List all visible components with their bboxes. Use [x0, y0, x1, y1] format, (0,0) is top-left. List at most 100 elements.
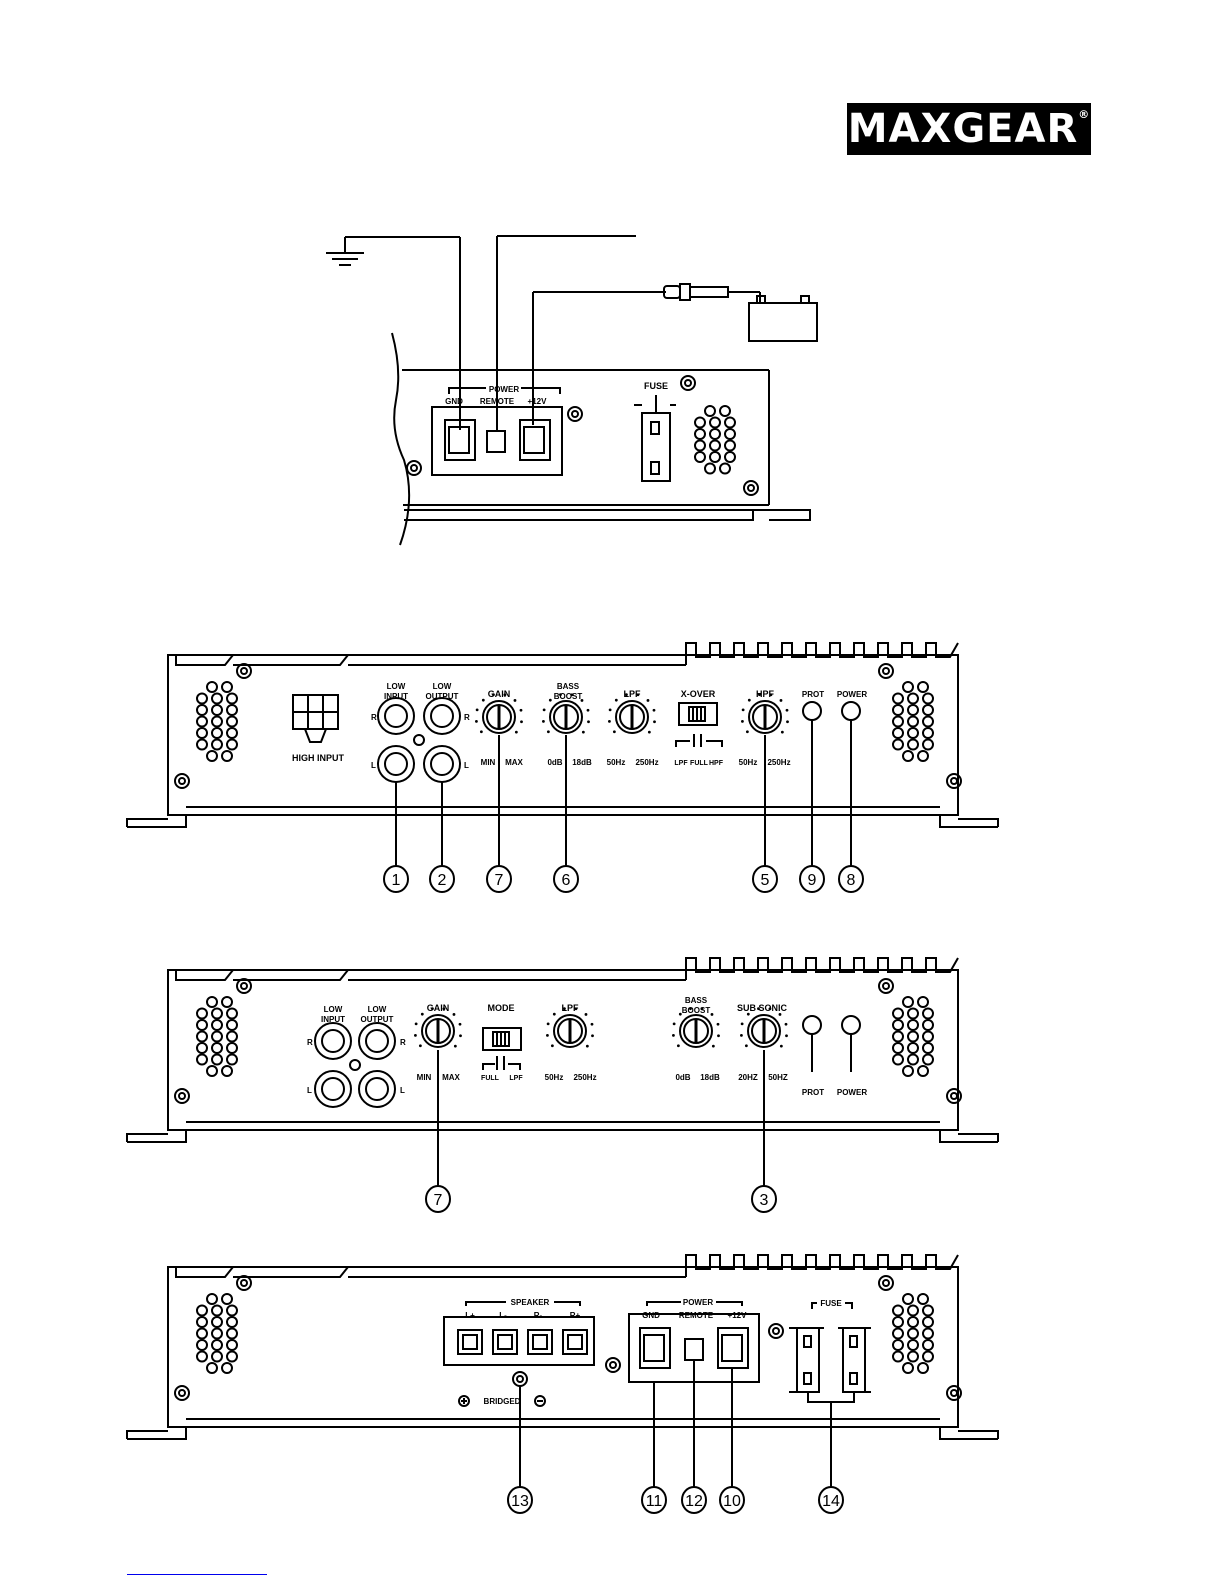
gain-min-label: MIN: [417, 1073, 432, 1082]
amp-chassis: [126, 1254, 999, 1440]
vent-hole: [902, 1293, 914, 1305]
ch-l-label: L: [371, 761, 376, 770]
callout: 6: [553, 865, 579, 893]
screw: [174, 773, 190, 789]
callout-number: 7: [434, 1192, 443, 1209]
vent-hole: [922, 715, 934, 728]
vent-holes: [196, 996, 238, 1077]
vent-hole: [724, 439, 736, 452]
vent-hole: [226, 738, 238, 751]
callout-number: 6: [562, 872, 571, 889]
ch-l-label: L: [464, 761, 469, 770]
vent-hole: [211, 1042, 223, 1054]
power-label: POWER: [683, 1298, 713, 1307]
prot-label: PROT: [802, 1088, 824, 1097]
vent-hole: [196, 1042, 208, 1054]
vent-hole: [922, 1339, 934, 1351]
ch-r-label: R: [464, 713, 470, 722]
prot-label: PROT: [802, 690, 824, 699]
vent-hole: [907, 1350, 919, 1363]
vent-holes: [196, 681, 238, 762]
callout-number: 14: [822, 1493, 840, 1510]
low-output-label-1: LOW: [433, 682, 452, 691]
hpf-label: HPF: [756, 689, 775, 699]
screw: [946, 1088, 962, 1104]
mode-lpf-label: LPF: [509, 1075, 523, 1082]
power-led: [841, 701, 861, 721]
vent-hole: [694, 439, 706, 452]
vent-hole: [206, 681, 218, 693]
screw: [605, 1357, 621, 1373]
rca-jack-low-output-l: [358, 1070, 396, 1108]
vent-hole: [226, 1030, 238, 1043]
screw: [768, 1323, 784, 1339]
vent-hole: [211, 738, 223, 751]
callout-number: 11: [646, 1493, 663, 1510]
vent-hole: [902, 996, 914, 1008]
vent-hole: [902, 1065, 914, 1077]
callout: 10: [719, 1486, 745, 1514]
callout-number: 9: [808, 872, 817, 889]
screw: [236, 663, 252, 679]
ch-r-label: R: [371, 713, 377, 722]
callout-number: 1: [392, 872, 401, 889]
vent-hole: [226, 704, 238, 716]
vent-hole: [892, 704, 904, 716]
callout: 2: [429, 865, 455, 893]
vent-hole: [892, 692, 904, 705]
gain-min-label: MIN: [481, 758, 496, 767]
vent-hole: [907, 692, 919, 705]
screw: [743, 480, 759, 496]
gain-knob: [475, 693, 523, 734]
callout: 5: [752, 865, 778, 893]
callout-number: 7: [495, 872, 504, 889]
callout: 1: [383, 865, 409, 893]
vent-hole: [206, 996, 218, 1008]
vent-hole: [892, 1007, 904, 1020]
vent-hole: [922, 692, 934, 705]
subsonic-knob: [740, 1007, 788, 1048]
vent-hole: [917, 996, 929, 1008]
vent-hole: [211, 1007, 223, 1020]
vent-hole: [922, 1304, 934, 1317]
vent-hole: [221, 1362, 233, 1374]
vent-hole: [704, 462, 716, 475]
vent-holes: [892, 996, 934, 1077]
vent-hole: [226, 1327, 238, 1340]
vent-hole: [907, 1339, 919, 1351]
low-input-label-2: INPUT: [384, 692, 408, 701]
lpf-label: LPF: [624, 689, 642, 699]
mode-label: MODE: [488, 1003, 515, 1013]
vent-hole: [221, 681, 233, 693]
remote-label: REMOTE: [679, 1311, 714, 1320]
vent-hole: [226, 1007, 238, 1020]
vent-hole: [917, 750, 929, 762]
vent-hole: [907, 1042, 919, 1054]
amp-chassis: [126, 642, 999, 828]
vent-hole: [196, 1327, 208, 1340]
vent-hole: [922, 1007, 934, 1020]
speaker-terminal-block: [443, 1316, 595, 1366]
vent-hole: [922, 1030, 934, 1043]
vent-hole: [226, 1019, 238, 1031]
gain-knob: [414, 1007, 462, 1048]
bridged-screw: [512, 1371, 528, 1387]
vent-hole: [907, 704, 919, 716]
speaker-terminal: [457, 1329, 483, 1355]
bridged-label: BRIDGED: [484, 1397, 521, 1406]
vent-hole: [892, 1053, 904, 1066]
vent-hole: [226, 1053, 238, 1066]
hpf-knob: [741, 693, 789, 734]
vent-hole: [196, 738, 208, 751]
vent-hole: [211, 1019, 223, 1031]
vent-hole: [902, 750, 914, 762]
vent-hole: [902, 1362, 914, 1374]
xover-label: X-OVER: [681, 689, 716, 699]
vent-hole: [226, 727, 238, 739]
vent-hole: [907, 1327, 919, 1340]
callout: 13: [507, 1486, 533, 1514]
speaker-rpos-label: R+: [570, 1311, 581, 1320]
ch-r-label: R: [307, 1038, 313, 1047]
vent-hole: [211, 1350, 223, 1363]
